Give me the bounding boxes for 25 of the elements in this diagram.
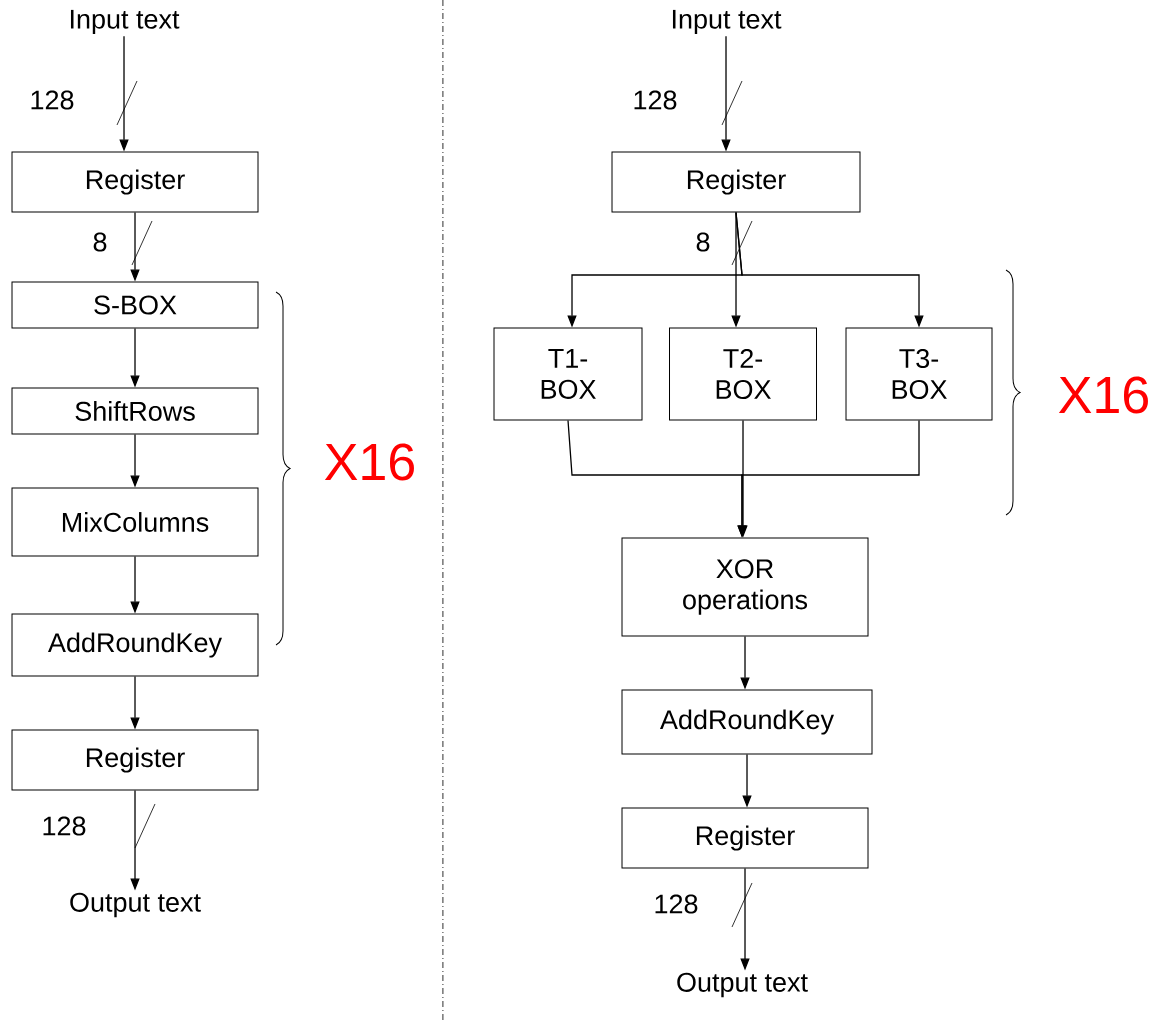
- process-box: AddRoundKey: [621, 689, 873, 755]
- process-box: ShiftRows: [11, 387, 259, 435]
- edge-label: 128: [31, 90, 74, 110]
- edge-label: 8: [93, 232, 107, 252]
- repeat-label: X16: [324, 443, 414, 481]
- process-box: T2- BOX: [669, 327, 817, 421]
- edge-label: 128: [655, 894, 698, 914]
- text-label: Output text: [677, 972, 808, 998]
- process-box: S-BOX: [11, 281, 259, 329]
- process-box: Register: [621, 807, 869, 869]
- text-label: Input text: [672, 9, 782, 35]
- text-label: Input text: [70, 9, 180, 35]
- edge-label: 128: [634, 90, 677, 110]
- process-box: AddRoundKey: [11, 613, 259, 677]
- process-box: T3- BOX: [845, 327, 993, 421]
- edge-label: 128: [43, 816, 86, 836]
- edge-label: 8: [696, 232, 710, 252]
- process-box: T1- BOX: [493, 327, 643, 421]
- process-box: XOR operations: [621, 537, 869, 637]
- process-box: Register: [611, 151, 861, 213]
- text-label: Output text: [70, 892, 201, 918]
- process-box: Register: [11, 729, 259, 791]
- process-box: Register: [11, 151, 259, 213]
- repeat-label: X16: [1058, 376, 1148, 414]
- process-box: MixColumns: [11, 487, 259, 557]
